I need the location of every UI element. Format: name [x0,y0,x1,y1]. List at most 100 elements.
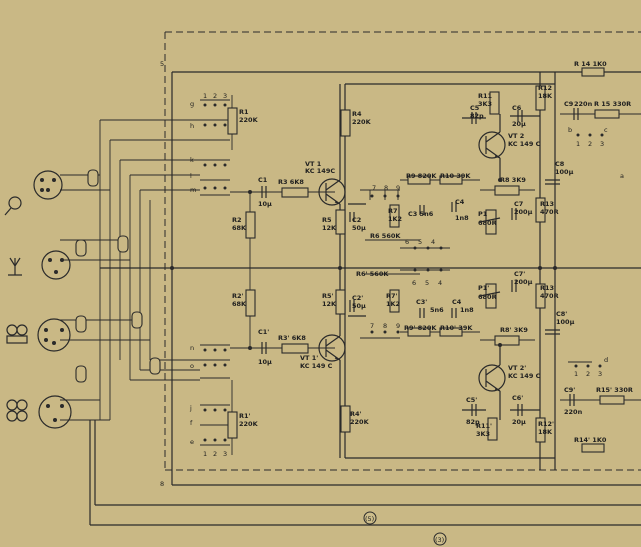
p1p-label: P1' [478,284,489,292]
r5-value: 12K [322,224,337,232]
capacitor-c6 [510,110,540,122]
c6p-value: 20μ [512,418,526,426]
vt2p-label: VT 2' [508,364,526,372]
p1-label: P1 [478,210,488,218]
r13-value: 470R [540,208,559,216]
r9p-label: R9' 820K [404,324,437,332]
potentiometer-p1-prime[interactable] [485,283,497,309]
potentiometer-p1[interactable] [485,209,497,235]
resistor-r3 [281,187,309,198]
microphone-icon [4,196,22,216]
r2p-label: R2' [232,292,244,300]
node-5-circle [363,511,377,525]
r8-label: R8 3K9 [500,176,526,184]
c1p-label: C1' [258,328,269,336]
node-3-circle [433,532,447,546]
capacitor-c7-prime [511,280,517,292]
r10-label: R10 39K [440,172,471,180]
switch-num-2: 2 [213,92,217,100]
resistor-r14-prime [581,443,605,453]
vt1-label: VT 1 [305,160,322,168]
r5-label: R5 [322,216,332,224]
r7p-label: R7' [386,292,398,300]
r1-value: 220K [239,116,259,124]
switch-letter-h: h [190,122,194,130]
c3p-label: C3' [416,298,427,306]
c9p-value: 220n [564,408,583,416]
c7p-value: 200μ [514,278,533,286]
vt2p-value: KC 149 C [508,372,541,380]
transistor-vt2-prime [478,345,506,420]
r13p-label: R13' [540,284,556,292]
vt2-label: VT 2 [508,132,524,140]
r4p-value: 220K [350,418,370,426]
corner-label-bottom: 8 [160,480,164,488]
lower-input-switch[interactable] [200,344,230,446]
switch-num-1b: 1 [576,140,580,148]
vt1p-value: KC 149 C [300,362,333,370]
switch-letter-f: f [190,419,193,427]
power-rails [89,71,641,526]
c5-label: C5 [470,104,480,112]
capacitor-c5-prime [462,404,486,416]
switch-num-4b: 4 [438,279,442,287]
c6p-label: C6' [512,394,523,402]
resistor-r15 [594,109,620,119]
vt2-value: KC 149 C [508,140,541,148]
r2p-value: 68K [232,300,247,308]
resistor-r10-prime [439,327,463,337]
switch-num-1c: 1 [203,450,207,458]
capacitor-c6-prime [510,404,540,416]
switch-num-9b: 9 [396,322,400,330]
c8-value: 100μ [555,168,574,176]
c1-label: C1 [258,176,268,184]
switch-num-2d: 2 [586,370,590,378]
headphones-icon [6,399,28,422]
capacitor-c9-prime [569,394,575,406]
r11-label: R11 [478,92,493,100]
r5p-value: 12K [322,300,337,308]
c2-label: C2 [352,216,361,224]
capacitor-c4-lower [451,308,457,318]
capacitor-c9 [573,108,579,120]
p1-value: 680R [478,219,497,227]
resistor-r14 [581,67,605,77]
capacitor-c2-prime [348,300,366,317]
din-socket-tape [37,318,71,352]
node-5-label: (5) [365,515,374,523]
switch-num-9a: 9 [396,184,400,192]
c5p-value: 82p [466,418,480,426]
capacitor-c8-prime [545,329,560,335]
switch-num-5a: 5 [418,238,422,246]
lower-output-switch[interactable] [568,361,602,368]
switch-letter-k: k [190,156,194,164]
lower-switch-456[interactable] [400,268,450,272]
lower-mode-switch[interactable] [360,330,400,339]
upper-mode-switch[interactable] [360,189,400,200]
resistor-r1-prime [227,411,238,439]
ferrite-beads [75,169,161,383]
antenna-icon [8,257,22,276]
upper-output-switch[interactable] [576,133,604,137]
vt1p-label: VT 1' [300,354,318,362]
r5p-label: R5' [322,292,334,300]
c9-value: 220n [574,100,593,108]
resistor-r12-prime [535,417,546,443]
r13-label: R13 [540,200,554,208]
upper-switch-456[interactable] [400,246,450,250]
upper-input-switch[interactable] [195,95,235,205]
r11p-label: R11' [476,422,492,430]
c4-label: C4 [455,198,465,206]
r1p-label: R1' [239,412,251,420]
resistor-r1 [227,107,238,135]
c6-label: C6 [512,104,522,112]
r15-label: R 15 330R [594,100,631,108]
c2p-label: C2' [352,294,363,302]
switch-letter-o: o [190,362,194,370]
resistor-r13 [535,197,546,223]
din-socket-speaker [38,395,72,429]
resistor-r5 [335,209,346,235]
c1p-value: 10μ [258,358,272,366]
switch-letter-a: a [620,172,624,180]
